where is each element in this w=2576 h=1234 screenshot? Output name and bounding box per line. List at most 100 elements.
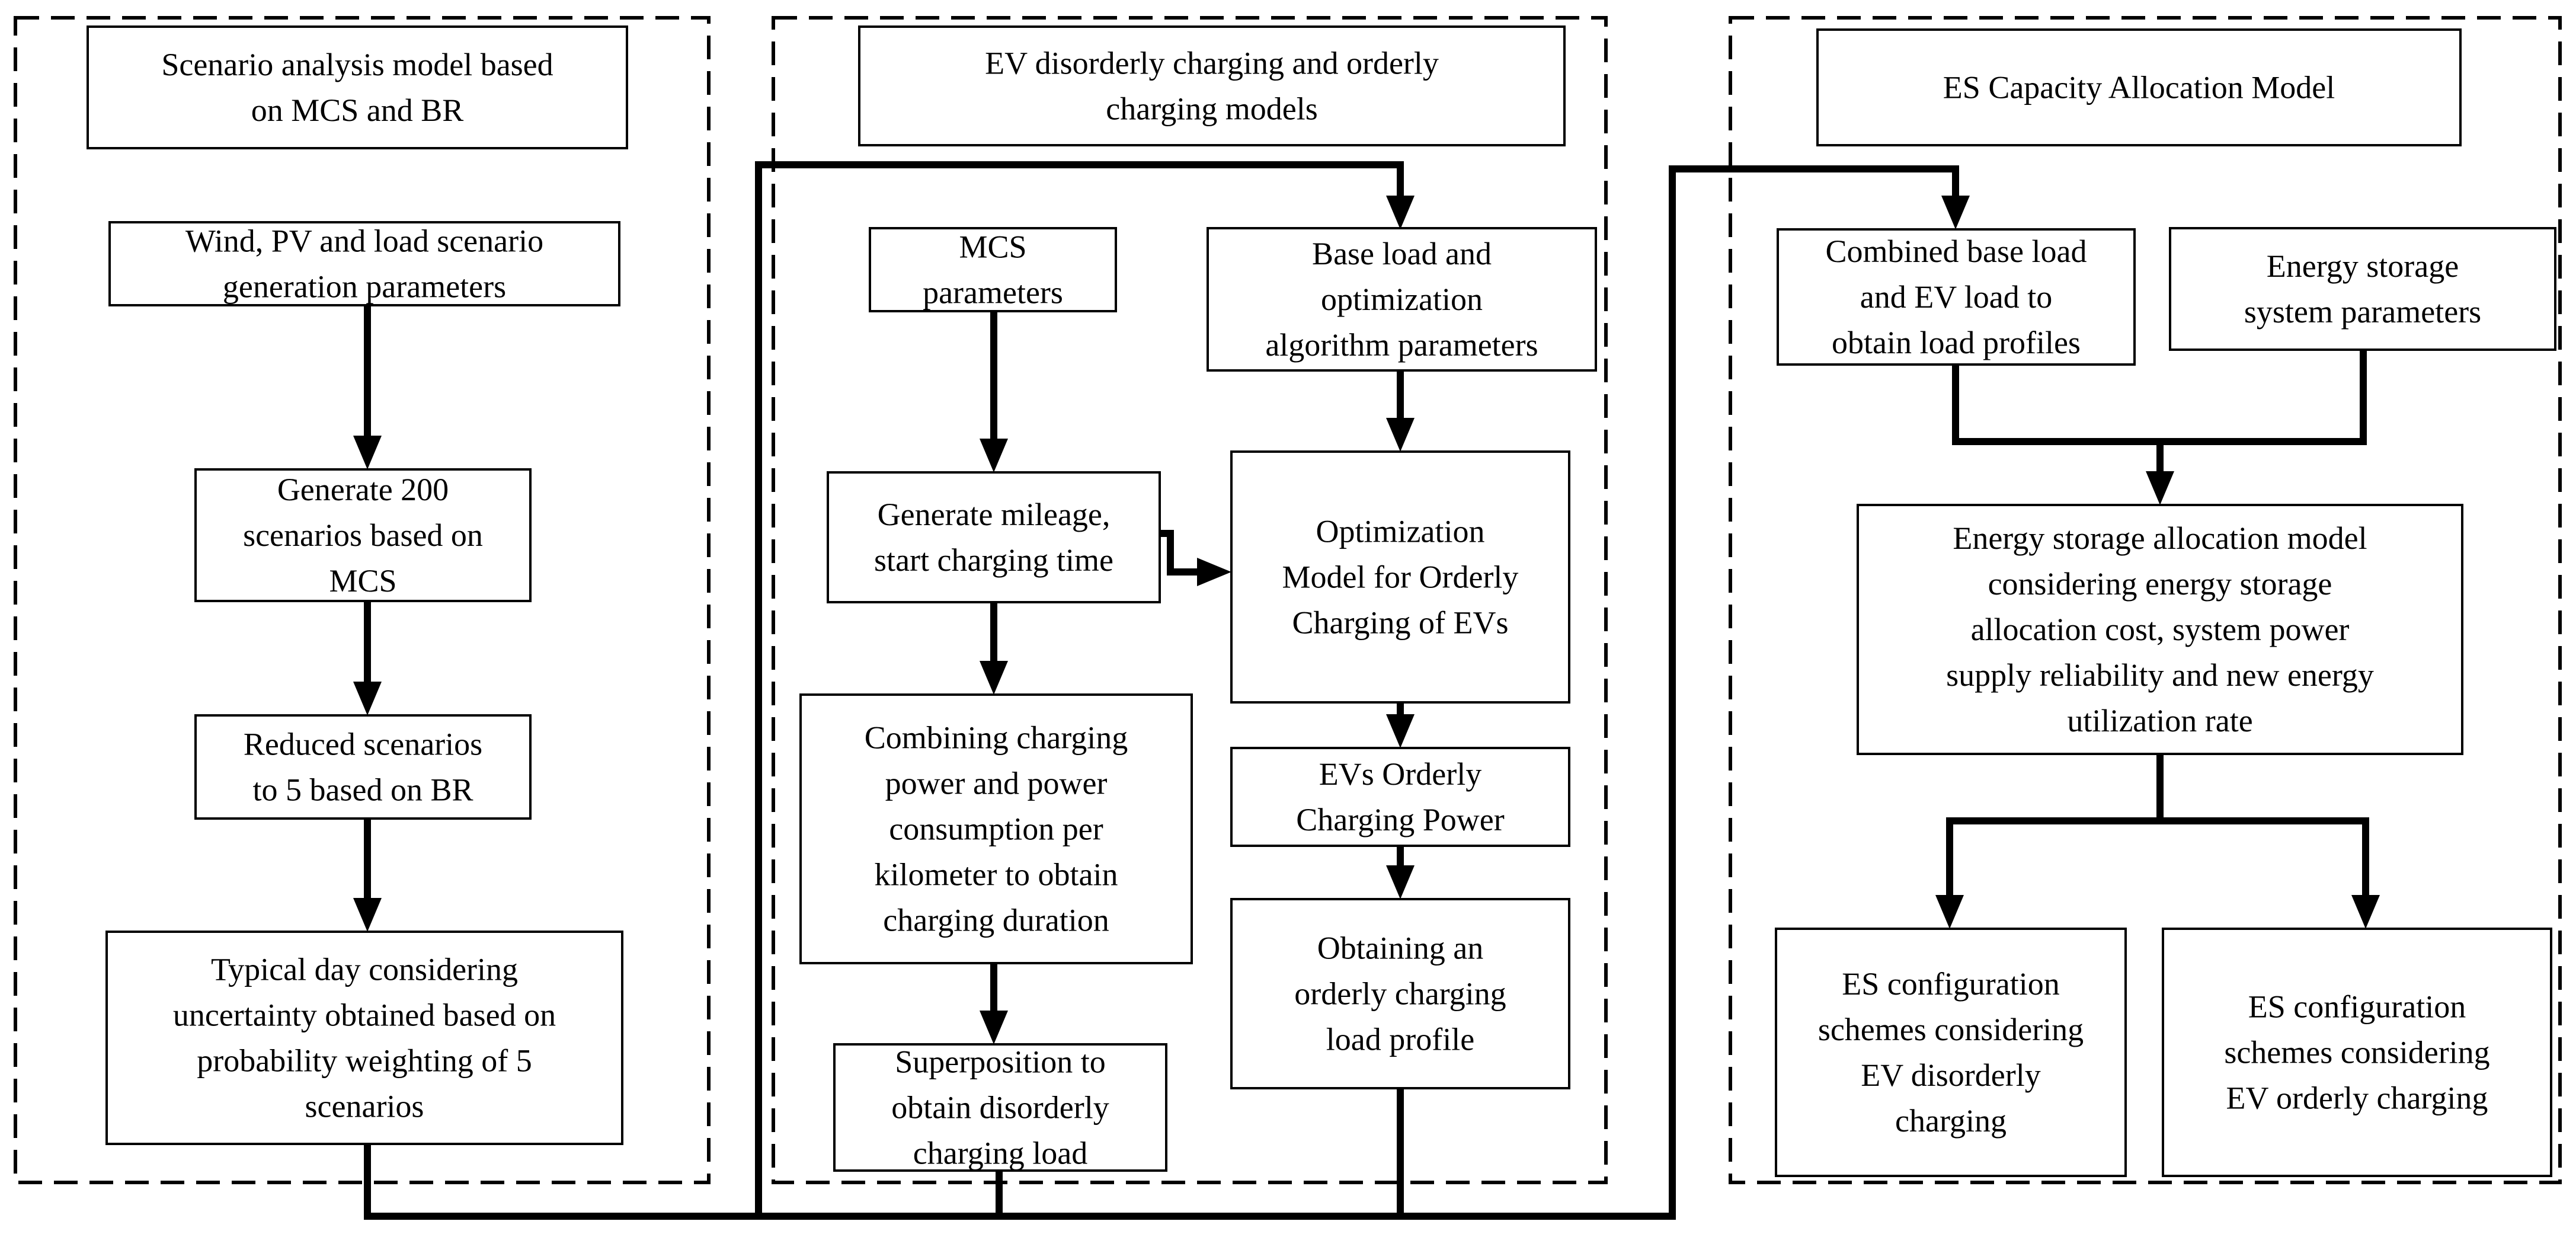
box-scheme-disorderly-label-line: ES configuration bbox=[1842, 966, 2059, 1002]
flowchart-boxes: Scenario analysis model based on MCS and … bbox=[87, 25, 2556, 1177]
box-storage-parameters-label-line: system parameters bbox=[2244, 294, 2481, 330]
box-allocation-model-frame bbox=[1857, 504, 2463, 755]
box-base-load-parameters-label-line: algorithm parameters bbox=[1265, 327, 1538, 363]
box-combining-charging-power-label-line: charging duration bbox=[883, 903, 1109, 938]
panel-title-scenario: Scenario analysis model based on MCS and … bbox=[87, 25, 628, 149]
box-reduced-scenarios-label-line: to 5 based on BR bbox=[253, 772, 473, 808]
box-superposition-frame bbox=[833, 1043, 1167, 1172]
box-scheme-disorderly-label-line: EV disorderly bbox=[1861, 1057, 2040, 1093]
box-combined-load-label-line: obtain load profiles bbox=[1832, 325, 2081, 360]
box-superposition-label-line: Superposition to bbox=[895, 1044, 1106, 1080]
box-generate-scenarios-frame bbox=[194, 468, 532, 602]
box-scheme-orderly-frame bbox=[2162, 928, 2552, 1177]
box-storage-parameters-label-line: Energy storage bbox=[2267, 248, 2459, 284]
box-scenario-parameters: Wind, PV and load scenario generation par… bbox=[108, 221, 620, 306]
box-allocation-model-label-line: allocation cost, system power bbox=[1971, 612, 2350, 647]
box-generate-mileage-frame bbox=[827, 471, 1161, 603]
box-combined-load-label-line: Combined base load bbox=[1826, 234, 2087, 269]
box-scheme-orderly-label-line: schemes considering bbox=[2224, 1035, 2489, 1070]
box-combining-charging-power-label-line: power and power bbox=[885, 766, 1108, 801]
box-scenario-parameters-label-line: generation parameters bbox=[223, 269, 506, 305]
box-combined-load: Combined base load and EV load to obtain l… bbox=[1777, 228, 2136, 366]
box-allocation-model: Energy storage allocation model consideri… bbox=[1857, 504, 2463, 755]
box-orderly-load-profile-label-line: orderly charging bbox=[1294, 976, 1506, 1012]
box-generate-scenarios-label-line: scenarios based on bbox=[243, 517, 483, 553]
box-superposition: Superposition to obtain disorderly chargin… bbox=[833, 1043, 1167, 1172]
box-allocation-model-label-line: supply reliability and new energy bbox=[1946, 657, 2374, 693]
box-optimization-model-label-line: Charging of EVs bbox=[1292, 605, 1509, 641]
panel-title-storage: ES Capacity Allocation Model bbox=[1816, 28, 2462, 146]
box-typical-day-label-line: scenarios bbox=[305, 1089, 424, 1124]
box-superposition-label-line: obtain disorderly bbox=[891, 1090, 1109, 1126]
box-orderly-charging-power-label-line: EVs Orderly bbox=[1319, 756, 1481, 792]
box-storage-parameters: Energy storage system parameters bbox=[2169, 227, 2556, 351]
box-typical-day-label-line: uncertainty obtained based on bbox=[173, 998, 556, 1033]
box-scenario-parameters-label-line: Wind, PV and load scenario bbox=[185, 223, 543, 259]
panel-title-charging-label-line: charging models bbox=[1106, 91, 1317, 127]
box-orderly-load-profile-frame bbox=[1230, 898, 1570, 1089]
box-typical-day-label-line: probability weighting of 5 bbox=[197, 1043, 532, 1079]
box-generate-mileage-label-line: Generate mileage, bbox=[878, 497, 1111, 532]
box-optimization-model-label-line: Optimization bbox=[1316, 514, 1485, 549]
box-allocation-model-label-line: utilization rate bbox=[2067, 703, 2252, 739]
box-combining-charging-power-label-line: Combining charging bbox=[865, 720, 1128, 756]
box-storage-parameters-frame bbox=[2169, 227, 2556, 351]
box-orderly-load-profile-label-line: load profile bbox=[1326, 1022, 1474, 1057]
box-typical-day-label-line: Typical day considering bbox=[211, 952, 518, 987]
box-optimization-model-label-line: Model for Orderly bbox=[1282, 560, 1519, 595]
box-generate-scenarios-label-line: MCS bbox=[329, 563, 396, 599]
box-combining-charging-power-label-line: kilometer to obtain bbox=[875, 857, 1118, 893]
box-optimization-model-frame bbox=[1230, 450, 1570, 704]
box-combined-load-frame bbox=[1777, 228, 2136, 366]
box-generate-scenarios: Generate 200 scenarios based on MCS bbox=[194, 468, 532, 602]
box-mcs-parameters-label-line: MCS bbox=[959, 229, 1026, 265]
box-scheme-orderly-label-line: EV orderly charging bbox=[2226, 1080, 2488, 1116]
panel-scenario-analysis bbox=[14, 16, 711, 1184]
box-scenario-parameters-frame bbox=[108, 221, 620, 306]
box-mcs-parameters: MCS parameters bbox=[869, 227, 1117, 312]
box-scheme-disorderly: ES configuration schemes considering EV di… bbox=[1775, 928, 2127, 1177]
box-scheme-disorderly-frame bbox=[1775, 928, 2127, 1177]
flow-arrows bbox=[353, 161, 2380, 1220]
box-combining-charging-power-label-line: consumption per bbox=[889, 811, 1103, 847]
box-typical-day-frame bbox=[105, 931, 623, 1145]
box-scheme-disorderly-label-line: schemes considering bbox=[1818, 1012, 2084, 1047]
box-superposition-label-line: charging load bbox=[913, 1136, 1087, 1171]
panel-title-scenario-label-line: on MCS and BR bbox=[251, 92, 464, 128]
box-reduced-scenarios-frame bbox=[194, 714, 532, 820]
panel-title-charging-frame bbox=[858, 25, 1566, 146]
box-generate-scenarios-label-line: Generate 200 bbox=[277, 472, 449, 507]
box-generate-mileage-label-line: start charging time bbox=[874, 542, 1113, 578]
panel-title-scenario-frame bbox=[87, 25, 628, 149]
box-orderly-load-profile: Obtaining an orderly charging load profile bbox=[1230, 898, 1570, 1089]
box-combining-charging-power: Combining charging power and power consump… bbox=[799, 693, 1193, 964]
box-combined-load-label-line: and EV load to bbox=[1860, 279, 2052, 315]
box-generate-mileage: Generate mileage, start charging time bbox=[827, 471, 1161, 603]
box-orderly-load-profile-label-line: Obtaining an bbox=[1317, 931, 1483, 966]
box-allocation-model-label-line: Energy storage allocation model bbox=[1953, 520, 2367, 556]
box-scheme-orderly: ES configuration schemes considering EV or… bbox=[2162, 928, 2552, 1177]
box-scheme-disorderly-label-line: charging bbox=[1895, 1103, 2007, 1139]
panel-title-charging-label-line: EV disorderly charging and orderly bbox=[985, 46, 1439, 81]
box-base-load-parameters: Base load and optimization algorithm param… bbox=[1207, 227, 1597, 372]
panel-title-storage-frame bbox=[1816, 28, 2462, 146]
panel-title-charging: EV disorderly charging and orderly chargi… bbox=[858, 25, 1566, 146]
box-mcs-parameters-frame bbox=[869, 227, 1117, 312]
box-base-load-parameters-frame bbox=[1207, 227, 1597, 372]
panel-title-storage-label-line: ES Capacity Allocation Model bbox=[1943, 70, 2335, 106]
box-scheme-orderly-label-line: ES configuration bbox=[2248, 989, 2466, 1025]
box-combining-charging-power-frame bbox=[799, 693, 1193, 964]
box-base-load-parameters-label-line: optimization bbox=[1321, 282, 1483, 317]
panel-title-scenario-label-line: Scenario analysis model based bbox=[161, 47, 553, 82]
panel-es-capacity bbox=[1729, 16, 2562, 1184]
box-base-load-parameters-label-line: Base load and bbox=[1312, 236, 1492, 271]
box-mcs-parameters-label-line: parameters bbox=[923, 275, 1063, 311]
box-orderly-charging-power-frame bbox=[1230, 747, 1570, 847]
box-allocation-model-label-line: considering energy storage bbox=[1988, 566, 2332, 602]
box-orderly-charging-power-label-line: Charging Power bbox=[1296, 802, 1504, 837]
box-typical-day: Typical day considering uncertainty obtai… bbox=[105, 931, 623, 1145]
